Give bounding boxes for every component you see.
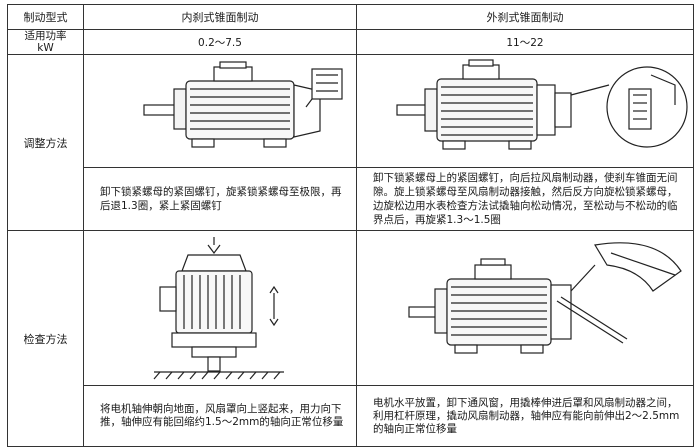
vertical-motor-drawing — [153, 237, 284, 380]
check-outer-figure-cell — [356, 230, 694, 386]
brake-adjustment-table-page: 制动型式 内刹式锥面制动 外刹式锥面制动 适用功率 kW 0.2～7.5 11～… — [7, 4, 694, 447]
adjust-inner-desc: 卸下锁紧螺母的紧固螺钉，旋紧锁紧螺母至极限，再后退1.3圈，紧上紧固螺钉 — [83, 167, 357, 231]
power-outer-cell: 11～22 — [356, 29, 694, 55]
check-inner-desc: 将电机轴伸朝向地面，风扇罩向上竖起来，用力向下推，轴伸应有能回缩约1.5～2mm… — [83, 385, 357, 447]
outer-brake-motor-drawing — [396, 59, 688, 150]
power-inner-cell: 0.2～7.5 — [83, 29, 357, 55]
adjust-inner-figure-cell — [83, 54, 357, 168]
power-label-unit: kW — [37, 42, 54, 54]
horizontal-motor-pry-drawing — [408, 242, 682, 354]
header-row: 制动型式 内刹式锥面制动 外刹式锥面制动 — [7, 4, 694, 30]
adjust-label-cell: 调整方法 — [7, 54, 84, 231]
power-label-line1: 适用功率 — [24, 30, 67, 42]
check-desc-row: 将电机轴伸朝向地面，风扇罩向上竖起来，用力向下推，轴伸应有能回缩约1.5～2mm… — [8, 385, 694, 447]
adjust-desc-row: 卸下锁紧螺母的紧固螺钉，旋紧锁紧螺母至极限，再后退1.3圈，紧上紧固螺钉 卸下锁… — [8, 167, 694, 231]
power-label-cell: 适用功率 kW — [7, 29, 84, 55]
header-inner-cell: 内刹式锥面制动 — [83, 4, 357, 30]
check-figure-row: 检查方法 — [7, 230, 694, 447]
adjust-figure-row: 调整方法 — [7, 54, 694, 231]
adjust-outer-figure-cell — [356, 54, 694, 168]
header-outer-cell: 外刹式锥面制动 — [356, 4, 694, 30]
inner-brake-motor-drawing — [143, 61, 343, 148]
check-outer-desc: 电机水平放置，卸下通风窗，用撬棒伸进后罩和风扇制动器之间，利用杠杆原理，撬动风扇… — [356, 385, 694, 447]
adjust-outer-desc: 卸下锁紧螺母上的紧固螺钉，向后拉风扇制动器，使刹车锥面无间隙。旋上锁紧螺母至风扇… — [356, 167, 694, 231]
power-row: 适用功率 kW 0.2～7.5 11～22 — [7, 29, 694, 55]
header-type-cell: 制动型式 — [7, 4, 84, 30]
check-inner-figure-cell — [83, 230, 357, 386]
check-label-cell: 检查方法 — [7, 230, 84, 447]
brake-table: 制动型式 内刹式锥面制动 外刹式锥面制动 适用功率 kW 0.2～7.5 11～… — [7, 4, 694, 447]
